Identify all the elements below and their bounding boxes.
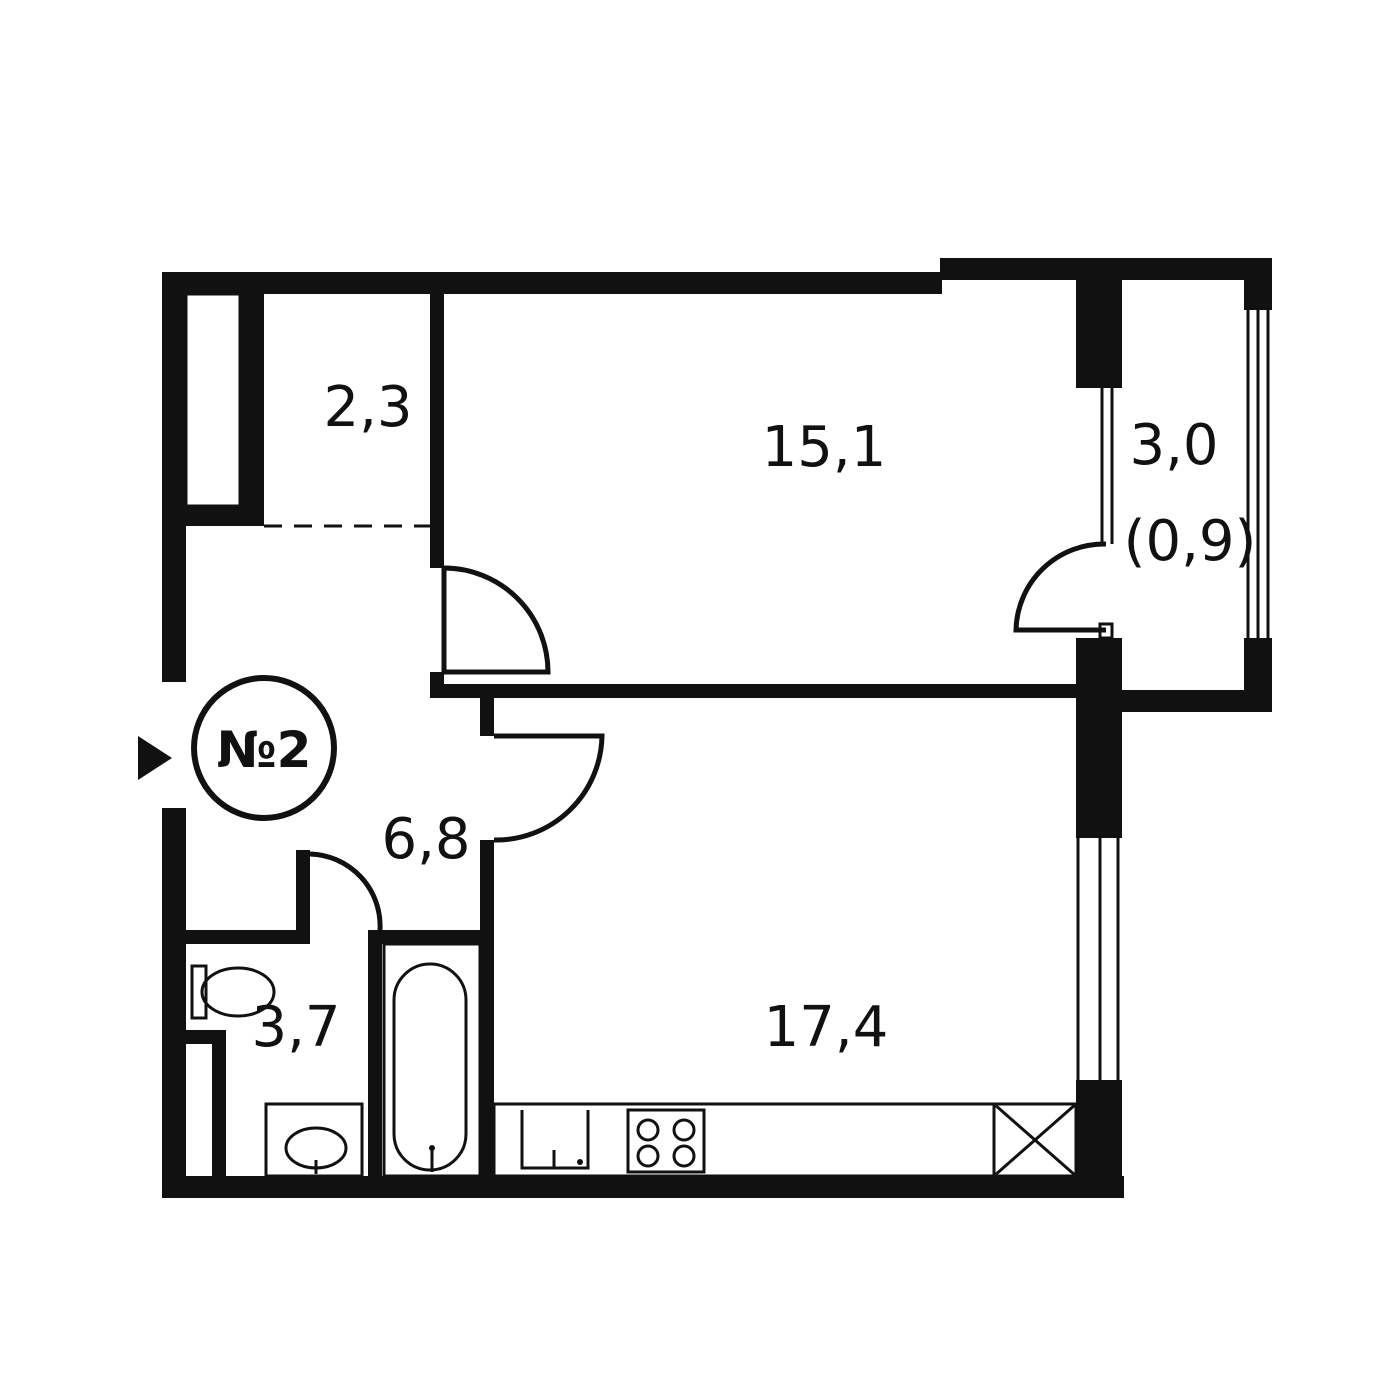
apartment-number: №2 — [217, 721, 312, 779]
room-area-room-1: 15,1 — [762, 415, 887, 480]
outer-walls — [162, 258, 1272, 1198]
window-kitchen — [1076, 838, 1120, 1080]
room-area-kitchen-living: 17,4 — [764, 995, 889, 1060]
apartment-number-badge — [191, 675, 337, 821]
stove-icon — [626, 1108, 706, 1174]
door-balcony — [1013, 541, 1114, 640]
door-kitchen — [493, 733, 605, 843]
door-room-1 — [441, 565, 551, 675]
room-area-storage: 2,3 — [323, 375, 412, 440]
kitchen-sink-icon — [520, 1110, 590, 1170]
room-area-balcony: 3,0 — [1129, 413, 1218, 478]
toilet-icon — [190, 964, 276, 1020]
window-balcony — [1246, 310, 1270, 638]
room-area-bathroom: 3,7 — [251, 995, 340, 1060]
room-area-hallway: 6,8 — [381, 807, 470, 872]
window-room-1 — [1100, 388, 1114, 544]
sink-icon — [264, 1102, 364, 1178]
room-area-balcony-reduced: (0,9) — [1124, 509, 1257, 574]
bathtub-icon — [382, 942, 482, 1178]
ventilation-shaft-icon — [992, 1102, 1078, 1178]
kitchen-counter — [492, 1102, 1078, 1178]
built-in-closet — [184, 292, 242, 508]
interior-walls — [162, 272, 1096, 1176]
door-bathroom — [309, 851, 383, 931]
entrance-arrow-icon — [138, 736, 172, 780]
